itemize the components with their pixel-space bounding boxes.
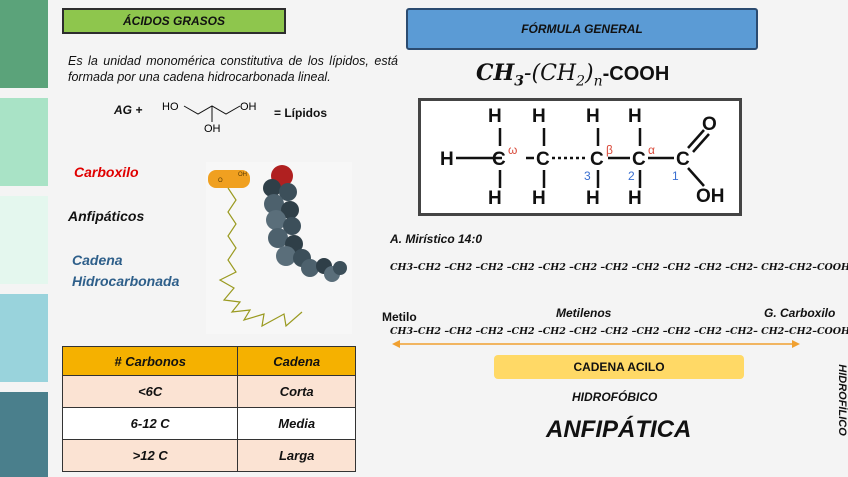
table-row: <6C Corta xyxy=(61,375,356,408)
table-header-cadena: Cadena xyxy=(237,346,356,376)
atom-c: C xyxy=(590,149,604,170)
svg-text:OH: OH xyxy=(238,172,247,178)
carbon-chain-table: # Carbonos Cadena <6C Corta 6-12 C Media… xyxy=(61,346,356,472)
atom-h: H xyxy=(440,149,454,170)
formula-sub-2: 2 xyxy=(576,73,586,90)
equals-lipidos: = Lípidos xyxy=(274,106,328,120)
table-cell: 6-12 C xyxy=(61,407,239,440)
greek-omega: ω xyxy=(508,143,517,157)
label-hidrofilico-text: HIDROFÍLICO xyxy=(836,364,848,436)
atom-o: O xyxy=(702,114,717,135)
atom-h: H xyxy=(586,106,600,127)
glycerol-ho-left: HO xyxy=(162,101,179,113)
table-cell: Media xyxy=(237,407,356,440)
formula-sub-n: n xyxy=(593,73,603,90)
atom-oh: OH xyxy=(696,186,725,207)
atom-c: C xyxy=(492,149,506,170)
label-hidrocarbonada: Hidrocarbonada xyxy=(72,273,180,289)
table-header-carbonos: # Carbonos xyxy=(61,346,239,376)
label-anfipaticos: Anfipáticos xyxy=(68,208,145,224)
skeletal-chain xyxy=(218,187,303,328)
miristico-chain: CH3–CH2 –CH2 –CH2 –CH2 –CH2 –CH2 –CH2 –C… xyxy=(390,262,848,273)
acidos-grasos-header: ÁCIDOS GRASOS xyxy=(62,8,286,34)
atom-h: H xyxy=(488,106,502,127)
table-cell: Corta xyxy=(237,375,356,408)
formula-ch2-open: -(CH xyxy=(524,61,577,86)
label-metilo: Metilo xyxy=(382,310,417,324)
ag-label: AG + xyxy=(114,103,143,117)
atom-h: H xyxy=(532,106,546,127)
table-row: >12 C Larga xyxy=(61,439,356,472)
table-cell: <6C xyxy=(61,375,239,408)
atom-h: H xyxy=(628,106,642,127)
acyl-chain: CH3–CH2 –CH2 –CH2 –CH2 –CH2 –CH2 –CH2 –C… xyxy=(390,326,848,337)
carbon-number-1: 1 xyxy=(672,169,679,183)
label-hidrofobico: HIDROFÓBICO xyxy=(572,390,658,404)
table-cell: >12 C xyxy=(61,439,239,472)
side-stripe-4 xyxy=(0,294,48,382)
label-carboxilo: Carboxilo xyxy=(74,164,139,180)
glycerol-oh-bottom: OH xyxy=(204,123,221,135)
acidos-description: Es la unidad monomérica constitutiva de … xyxy=(68,54,398,84)
label-hidrofilico: HIDROFÍLICO xyxy=(832,352,848,452)
side-stripe-3 xyxy=(0,196,48,284)
atom-h: H xyxy=(532,188,546,209)
carbon-number-2: 2 xyxy=(628,169,635,183)
greek-alpha: α xyxy=(648,143,655,157)
atom-c: C xyxy=(536,149,550,170)
cadena-acilo-bar: CADENA ACILO xyxy=(494,355,744,379)
label-metilenos: Metilenos xyxy=(556,306,612,320)
formula-close: ) xyxy=(585,61,594,86)
table-header-row: # Carbonos Cadena xyxy=(61,346,356,376)
general-formula: CH3-(CH2)n-COOH xyxy=(476,60,669,89)
atom-h: H xyxy=(586,188,600,209)
atom-c: C xyxy=(676,149,690,170)
side-stripe-1 xyxy=(0,0,48,88)
formula-ch: CH xyxy=(476,60,515,86)
atom-h: H xyxy=(628,188,642,209)
table-cell: Larga xyxy=(237,439,356,472)
space-filling-model xyxy=(263,165,347,282)
greek-beta: β xyxy=(606,143,613,157)
formula-cooh: -COOH xyxy=(602,63,670,85)
table-row: 6-12 C Media xyxy=(61,407,356,440)
formula-sub-3: 3 xyxy=(514,73,525,90)
side-stripe-5 xyxy=(0,392,48,477)
glycerol-oh-right: OH xyxy=(240,101,257,113)
fatty-acid-model-image: O OH xyxy=(206,162,352,334)
carboxyl-head-highlight xyxy=(208,170,250,188)
label-g-carboxilo: G. Carboxilo xyxy=(764,306,836,320)
double-arrow xyxy=(392,340,800,348)
formula-general-header: FÓRMULA GENERAL xyxy=(406,8,758,50)
structural-formula: H H H H H C C C C C H H H H O OH ω β α 3… xyxy=(418,98,742,216)
glycerol-structure: HO OH OH xyxy=(162,101,257,135)
miristico-title: A. Mirístico 14:0 xyxy=(390,232,483,246)
atom-h: H xyxy=(488,188,502,209)
label-cadena: Cadena xyxy=(72,252,123,268)
carbon-number-3: 3 xyxy=(584,169,591,183)
side-stripe-2 xyxy=(0,98,48,186)
svg-text:O: O xyxy=(218,178,223,184)
label-anfipatica: ANFIPÁTICA xyxy=(546,416,692,443)
atom-c: C xyxy=(632,149,646,170)
